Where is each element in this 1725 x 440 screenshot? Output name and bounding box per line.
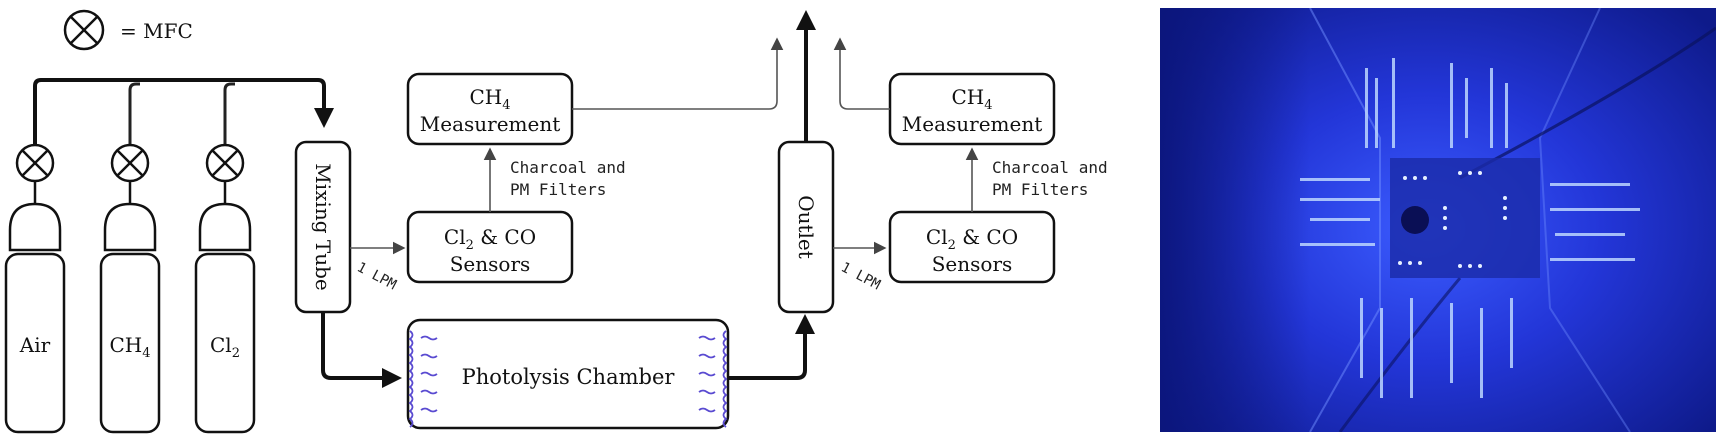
cylinder-label: Cl xyxy=(210,333,232,357)
photolysis-chamber: Photolysis Chamber xyxy=(406,318,730,430)
filters-label-line2: PM Filters xyxy=(510,180,606,199)
filters-label-line1: Charcoal and xyxy=(992,158,1108,177)
exhaust-line-left xyxy=(572,37,784,110)
filters-label-line2: PM Filters xyxy=(992,180,1088,199)
measurement-box-right: CH4 Measurement xyxy=(888,72,1056,146)
gas-cylinder-cl2: Cl2 xyxy=(194,202,256,434)
svg-text:CH4: CH4 xyxy=(469,85,510,113)
measurement-title: CH xyxy=(469,85,502,109)
measurement-box-left: CH4 Measurement xyxy=(406,72,574,146)
svg-text:CH4: CH4 xyxy=(109,333,150,361)
photolysis-chamber-label: Photolysis Chamber xyxy=(462,365,676,389)
sensors-subtitle: Sensors xyxy=(450,252,531,276)
sensors-title: Cl xyxy=(444,225,466,249)
mfc-valve-icon xyxy=(63,9,105,51)
flow-rate-right: 1 LPM xyxy=(838,259,883,293)
mixing-tube: Mixing Tube xyxy=(294,140,352,314)
cl2-feed-pipe xyxy=(223,82,235,155)
outlet-label: Outlet xyxy=(794,195,818,259)
svg-text:CH4: CH4 xyxy=(951,85,992,113)
sensors-box-left: Cl2 & CO Sensors xyxy=(406,210,574,284)
photolysis-chamber-photo xyxy=(1160,8,1716,432)
pipe-to-outlet xyxy=(728,314,815,380)
flow-rate-left: 1 LPM xyxy=(354,259,399,293)
mfc-valve-air xyxy=(15,143,55,183)
exhaust-line-right xyxy=(833,37,890,110)
cylinder-label: Air xyxy=(19,333,51,357)
svg-text:Air: Air xyxy=(19,333,51,357)
gas-cylinder-ch4: CH4 xyxy=(99,202,161,434)
mixing-tube-label: Mixing Tube xyxy=(311,163,335,290)
cylinder-label: CH xyxy=(109,333,142,357)
filters-label-line1: Charcoal and xyxy=(510,158,626,177)
uv-lamp-left-icon xyxy=(408,330,438,428)
svg-text:Cl2 & CO: Cl2 & CO xyxy=(444,225,536,253)
sensors-title: Cl xyxy=(926,225,948,249)
outlet-tube: Outlet xyxy=(777,140,835,314)
sensors-title-rest: & CO xyxy=(474,225,536,249)
sensors-subtitle: Sensors xyxy=(932,252,1013,276)
pipe-to-chamber xyxy=(321,312,402,388)
gas-cylinder-air: Air xyxy=(4,202,66,434)
manifold-pipe xyxy=(33,78,334,155)
measurement-subscript: 4 xyxy=(984,98,992,113)
cylinder-subscript: 4 xyxy=(142,346,150,361)
sensors-title-rest: & CO xyxy=(956,225,1018,249)
legend-label: = MFC xyxy=(120,19,193,43)
sensors-subscript: 2 xyxy=(466,238,474,253)
mfc-valve-cl2 xyxy=(205,143,245,183)
cylinder-subscript: 2 xyxy=(232,346,240,361)
sensors-subscript: 2 xyxy=(948,238,956,253)
measurement-title: CH xyxy=(951,85,984,109)
measurement-subtitle: Measurement xyxy=(420,112,561,136)
svg-text:Cl2: Cl2 xyxy=(210,333,240,361)
mfc-valve-ch4 xyxy=(110,143,150,183)
uv-lamp-right-icon xyxy=(698,330,728,428)
legend: = MFC xyxy=(63,9,193,51)
sensors-box-right: Cl2 & CO Sensors xyxy=(888,210,1056,284)
measurement-subscript: 4 xyxy=(502,98,510,113)
ch4-feed-pipe xyxy=(128,82,140,155)
measurement-subtitle: Measurement xyxy=(902,112,1043,136)
svg-text:Cl2 & CO: Cl2 & CO xyxy=(926,225,1018,253)
